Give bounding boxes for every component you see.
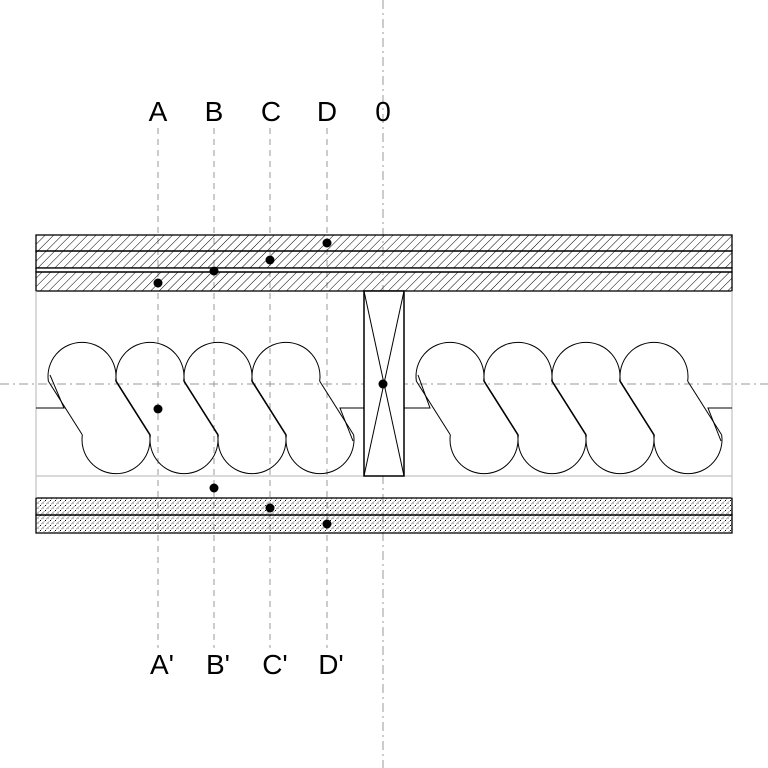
label-0: 0 xyxy=(375,96,391,127)
insulation-loop-top-3 xyxy=(251,341,321,382)
top-layer-2 xyxy=(35,250,733,269)
insulation-strand-7 xyxy=(319,380,355,436)
insulation-loop-bottom-0 xyxy=(449,434,519,475)
insulation-loop-top-1 xyxy=(115,341,185,382)
insulation-strand-1 xyxy=(483,380,519,436)
insulation-strand-2 xyxy=(483,380,519,436)
insulation-loop-bottom-3 xyxy=(653,434,723,475)
point-a-top xyxy=(153,278,163,288)
insulation-loop-top-0 xyxy=(47,341,117,382)
insulation-loop-bottom-1 xyxy=(149,434,219,475)
label-b: B xyxy=(205,96,224,127)
point-a-cavity xyxy=(153,404,163,414)
top-layer-3 xyxy=(35,271,733,292)
insulation-strand-6 xyxy=(619,380,655,436)
insulation-strand-2 xyxy=(115,380,151,436)
insulation-strand-6 xyxy=(251,380,287,436)
insulation-tail-right xyxy=(707,407,732,442)
label-d: D xyxy=(317,96,337,127)
point-d-top xyxy=(322,238,332,248)
insulation-strand-4 xyxy=(183,380,219,436)
insulation-strand-0 xyxy=(47,380,83,436)
label-c: C xyxy=(261,96,281,127)
point-b-top xyxy=(209,266,219,276)
label-c-prime: C' xyxy=(262,649,288,680)
insulation-right xyxy=(404,341,732,475)
insulation-loop-bottom-0 xyxy=(81,434,151,475)
insulation-tail-right xyxy=(339,407,364,442)
insulation-strand-5 xyxy=(251,380,287,436)
insulation-loop-top-2 xyxy=(183,341,253,382)
label-a: A xyxy=(149,96,168,127)
insulation-loop-top-0 xyxy=(415,341,485,382)
bottom-layer-2 xyxy=(35,514,733,534)
insulation-strand-5 xyxy=(619,380,655,436)
bottom-layer-1 xyxy=(35,497,733,516)
insulation-tail-left xyxy=(36,374,65,409)
insulation-strand-0 xyxy=(415,380,451,436)
insulation-loop-top-1 xyxy=(483,341,553,382)
point-d-bottom xyxy=(322,519,332,529)
insulation-loop-bottom-3 xyxy=(285,434,355,475)
label-b-prime: B' xyxy=(206,649,230,680)
label-d-prime: D' xyxy=(318,649,344,680)
point-0-stud xyxy=(378,379,388,389)
point-c-bottom xyxy=(265,503,275,513)
insulation-loop-bottom-2 xyxy=(217,434,287,475)
insulation-tail-left xyxy=(404,374,431,409)
insulation-loop-top-3 xyxy=(619,341,689,382)
insulation-strand-3 xyxy=(551,380,587,436)
insulation-strand-3 xyxy=(183,380,219,436)
insulation-strand-7 xyxy=(687,380,723,436)
insulation-loop-bottom-2 xyxy=(585,434,655,475)
insulation-strand-4 xyxy=(551,380,587,436)
insulation-loop-bottom-1 xyxy=(517,434,587,475)
label-a-prime: A' xyxy=(150,649,174,680)
point-c-top xyxy=(265,255,275,265)
top-layer-1 xyxy=(35,234,733,252)
insulation-left xyxy=(36,341,364,475)
insulation-strand-1 xyxy=(115,380,151,436)
point-b-bottom xyxy=(209,483,219,493)
insulation-loop-top-2 xyxy=(551,341,621,382)
